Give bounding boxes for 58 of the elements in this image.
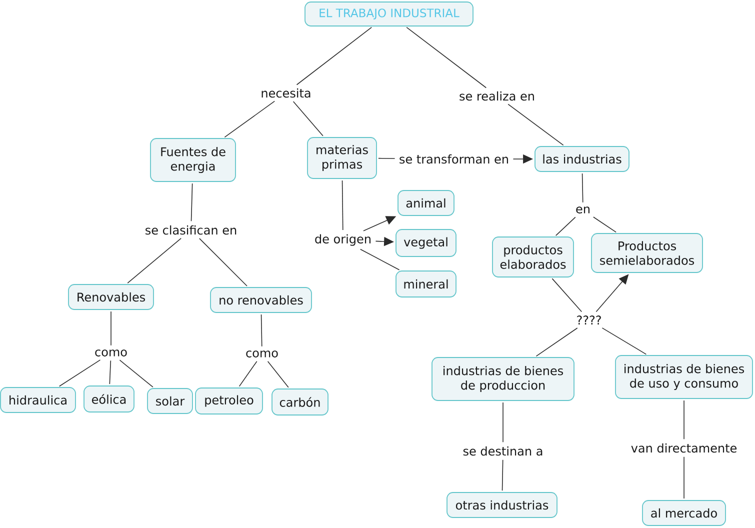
connector-line [555,216,576,236]
connector-line [378,158,396,159]
connector-line [260,314,262,347]
concept-box: no renovables [210,287,312,313]
concept-box: al mercado [642,500,726,526]
connector-line [536,328,578,357]
linking-phrase: van directamente [631,443,737,453]
concept-box: industrias de bienes de produccion [432,357,574,401]
connector-line [406,26,487,88]
concept-box: las industrias [534,146,630,172]
connector-line [502,402,504,443]
connector-line [342,180,344,230]
connector-line [602,328,647,355]
connector-line [238,360,258,387]
linking-phrase: como [246,350,278,358]
connector-line [552,278,582,312]
connector-line [508,104,564,146]
concept-box: otras industrias [446,492,558,518]
linking-phrase: se destinan a [463,446,542,456]
connector-line [582,173,584,203]
connector-line [267,360,289,388]
connector-line [224,100,275,138]
connector-line [502,459,504,491]
connector-line [296,26,372,86]
linking-phrase: se transforman en [400,154,508,164]
connector-line [190,183,193,222]
concept-box: EL TRABAJO INDUSTRIAL [304,2,474,26]
linking-phrase: se realiza en [460,91,534,101]
concept-box: carbón [272,388,328,416]
linking-phrase: necesita [262,88,310,98]
connector-line [127,238,182,284]
connector-line [58,360,101,387]
linking-phrase: se clasifican en [146,225,236,235]
linking-phrase: ???? [577,316,601,324]
concept-box: vegetal [396,229,456,257]
concept-box: eólica [84,386,134,412]
concept-box: Productos semielaborados [591,233,703,273]
concept-box: Renovables [68,284,154,310]
concept-box: Fuentes de energia [150,138,236,182]
connector-line [110,311,112,346]
concept-box: animal [398,190,454,216]
connector-line [593,216,616,233]
connector-line [292,101,324,136]
concept-box: solar [147,388,193,414]
connector-line [109,360,112,384]
connector-line [119,360,154,388]
concept-box: productos elaborados [492,236,574,278]
concept-box: materias primas [307,137,377,179]
linking-phrase: de origen [315,234,370,246]
concept-box: mineral [396,270,456,298]
connector-line [360,248,400,270]
connector-line [199,238,248,286]
concept-box: hidraulica [0,387,76,413]
concept-box: industrias de bienes de uso y consumo [615,355,753,399]
arrow [596,274,629,312]
concept-box: petroleo [195,388,263,414]
linking-phrase: en [576,206,590,214]
linking-phrase: como [95,350,127,356]
